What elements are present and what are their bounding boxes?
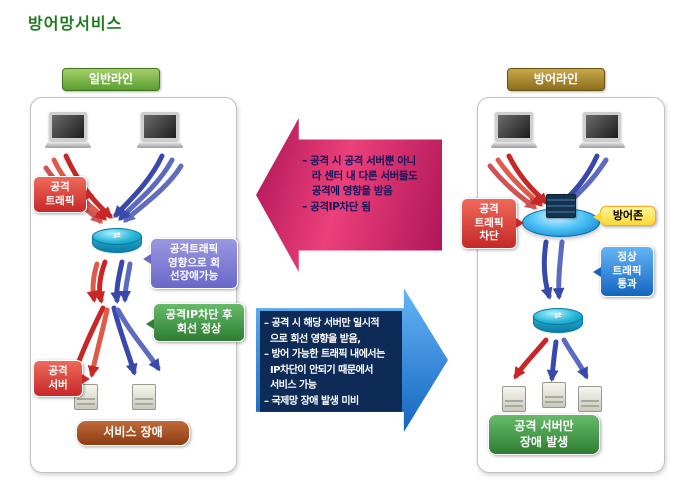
page-title: 방어망서비스 [28, 14, 123, 33]
defense-zone-badge: 방어존 [593, 206, 656, 227]
laptop-base [578, 142, 626, 148]
server-icon [502, 386, 526, 412]
laptop-base [44, 142, 92, 148]
defense-line-label: 방어라인 [507, 68, 605, 91]
laptop-base [136, 142, 184, 148]
laptop-screen [141, 112, 179, 141]
laptop-screen [49, 112, 87, 141]
attack-impact-callout-text: – 공격 시 공격 서버뿐 아니 라 센터 내 다른 서버들도 공격에 영향을 … [302, 155, 418, 213]
normal-traffic-badge: 정상 트래픽 통과 [593, 246, 654, 297]
laptop-screen [583, 112, 621, 141]
laptop-icon [136, 112, 184, 148]
server-icon [578, 386, 602, 412]
server-icon [542, 382, 566, 408]
result-badge: 공격 서버만 장애 발생 [488, 414, 600, 456]
traffic-impact-badge: 공격트래픽 영향으로 회 선장애가능 [143, 238, 238, 289]
laptop-icon [44, 112, 92, 148]
laptop-base [490, 142, 538, 148]
attack-traffic-badge: 공격 트래픽 [33, 176, 94, 214]
laptop-icon [490, 112, 538, 148]
server-icon [132, 384, 156, 410]
laptop-screen [495, 112, 533, 141]
attack-impact-callout-arrow: – 공격 시 공격 서버뿐 아니 라 센터 내 다른 서버들도 공격에 영향을 … [256, 118, 442, 272]
router-arrows-icon: ⇄ [92, 228, 142, 245]
router-icon: ⇄ [533, 308, 583, 334]
attack-server-badge: 공격 서버 [33, 360, 90, 398]
router-arrows-icon: ⇄ [533, 308, 583, 325]
attack-block-badge: 공격 트래픽 차단 [461, 198, 524, 249]
firewall-server-icon [546, 194, 576, 218]
ip-block-badge: 공격IP차단 후 회선 정상 [146, 303, 245, 342]
defense-benefit-callout-arrow: – 공격 시 해당 서버만 일시적 으로 회선 영향을 받음, – 방어 가능한… [256, 288, 448, 432]
service-failure-badge: 서비스 장애 [76, 420, 190, 446]
laptop-icon [578, 112, 626, 148]
defense-benefit-callout-text: – 공격 시 해당 서버만 일시적 으로 회선 영향을 받음, – 방어 가능한… [260, 311, 402, 414]
router-icon: ⇄ [92, 228, 142, 254]
server-icon [74, 384, 98, 410]
general-line-label: 일반라인 [62, 68, 160, 91]
